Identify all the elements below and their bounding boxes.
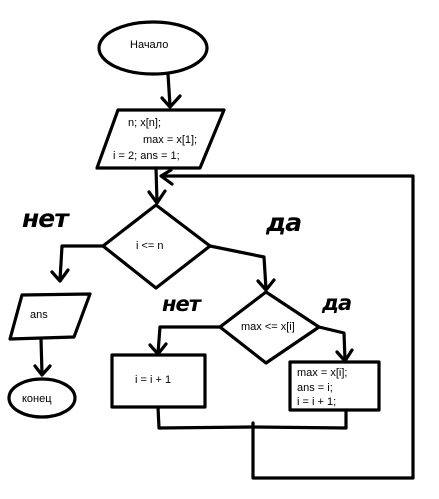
update-line-2: ans = i; bbox=[297, 382, 333, 394]
arrow-output-to-end bbox=[33, 337, 52, 377]
update-block: max = x[i]; ans = i; i = i + 1; bbox=[288, 360, 381, 412]
increment-block: i = i + 1 bbox=[110, 353, 207, 409]
condition2-no-label: нет bbox=[162, 292, 203, 316]
arrow-condition2-no bbox=[148, 325, 222, 356]
input-line-2: max = x[1]; bbox=[143, 134, 197, 146]
arrow-start-to-input bbox=[160, 72, 182, 109]
arrow-input-to-condition bbox=[147, 166, 167, 205]
end-label: конец bbox=[22, 393, 52, 405]
input-line-3: i = 2; ans = 1; bbox=[113, 150, 180, 162]
condition-i-le-n: i <= n bbox=[101, 203, 212, 290]
arrow-condition1-yes bbox=[208, 244, 276, 292]
loop-back-arrow bbox=[159, 168, 415, 480]
update-line-1: max = x[i]; bbox=[297, 367, 347, 379]
input-line-1: n; x[n]; bbox=[128, 117, 161, 129]
condition1-no-label: нет bbox=[22, 204, 70, 233]
update-line-3: i = i + 1; bbox=[297, 396, 336, 408]
condition-max-le-xi: max <= x[i] bbox=[218, 290, 321, 365]
merge-lines bbox=[156, 405, 348, 430]
output-block: ans bbox=[8, 292, 92, 341]
arrow-condition2-yes bbox=[317, 325, 354, 363]
condition2-label: max <= x[i] bbox=[241, 321, 295, 333]
start-terminal: Начало bbox=[97, 20, 209, 76]
condition2-yes-label: да bbox=[321, 291, 351, 315]
output-label: ans bbox=[30, 309, 48, 321]
input-block: n; x[n]; max = x[1]; i = 2; ans = 1; bbox=[95, 108, 226, 170]
end-terminal: конец bbox=[7, 377, 77, 419]
arrow-condition1-no bbox=[50, 244, 105, 283]
condition1-yes-label: да bbox=[265, 208, 301, 237]
increment-label: i = i + 1 bbox=[135, 374, 171, 386]
start-label: Начало bbox=[130, 39, 168, 51]
condition1-label: i <= n bbox=[136, 240, 164, 252]
